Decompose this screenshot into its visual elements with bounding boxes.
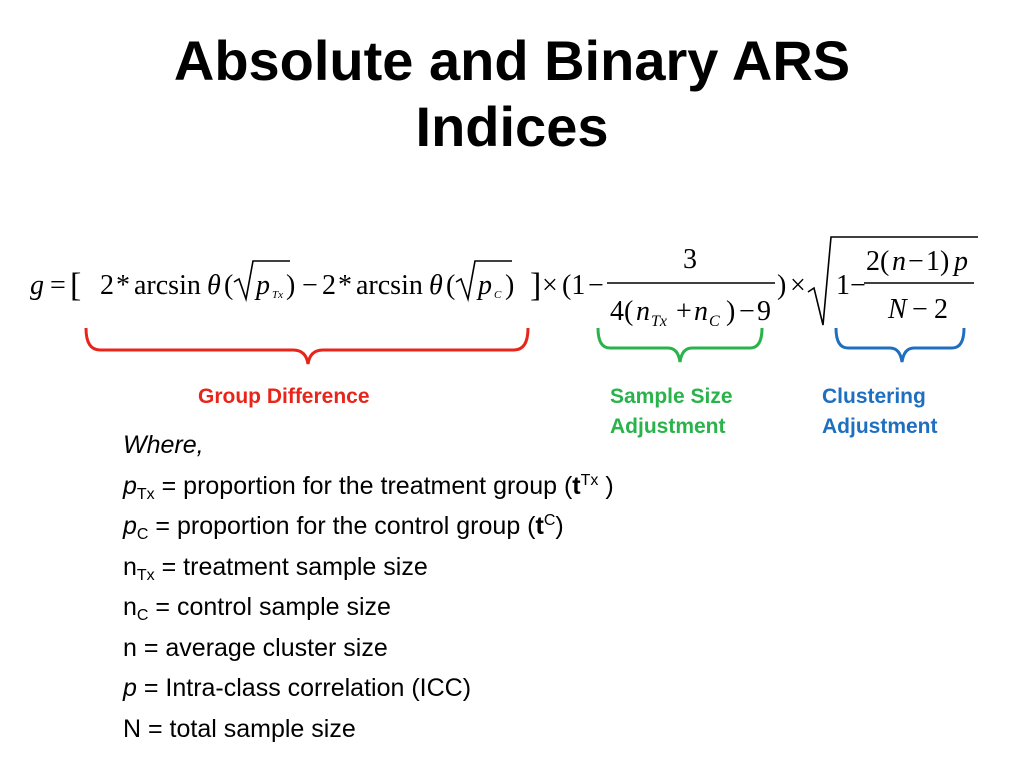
def-ptx-text: = proportion for the treatment group ( — [154, 471, 573, 500]
def-nc-symbol: n — [123, 593, 137, 621]
formula-minus-c: − — [850, 270, 866, 301]
def-pc-sub: C — [136, 526, 149, 543]
def-ntx-symbol: n — [123, 552, 137, 581]
formula-arcsin-a: arcsin — [134, 270, 201, 301]
def-ptx-close: ) — [598, 471, 614, 500]
formula-icc-num-a: 2( — [866, 246, 889, 277]
formula-star-b: * — [338, 270, 352, 301]
definition-icc: p = Intra-class correlation (ICC) — [123, 668, 614, 709]
formula-n-tx-sub: Tx — [651, 313, 667, 330]
group-difference-text: Group Difference — [198, 385, 370, 408]
definitions-list: Where, pTx = proportion for the treatmen… — [123, 425, 614, 749]
formula-times-b: × — [790, 270, 806, 301]
formula-minus-b: − — [588, 270, 604, 301]
formula-icc-one: 1) — [926, 246, 949, 277]
group-difference-brace — [84, 327, 530, 365]
formula-c-sub: C — [494, 289, 502, 301]
def-pc-close: ) — [555, 512, 564, 540]
def-ntx-sub: Tx — [136, 566, 155, 584]
formula-icc-two: 2 — [934, 294, 948, 325]
def-pc-sup: C — [543, 512, 556, 529]
clustering-brace — [834, 327, 966, 363]
definition-p-tx: pTx = proportion for the treatment group… — [123, 466, 614, 507]
formula-plus: + — [676, 296, 692, 327]
title-line-1: Absolute and Binary ARS — [173, 29, 851, 92]
sqrt-pc-radical — [455, 260, 512, 303]
formula-times-a: × — [542, 270, 558, 301]
formula-star-a: * — [116, 270, 130, 301]
sample-size-brace — [596, 327, 764, 363]
formula-right-bracket: ] — [530, 267, 541, 304]
formula-theta-b: θ — [429, 270, 443, 301]
definition-n: n = average cluster size — [123, 633, 388, 662]
slide-title: Absolute and Binary ARS Indices — [0, 28, 1024, 160]
sample-size-line-2: Adjustment — [610, 415, 726, 438]
formula-n-tx: n — [636, 296, 650, 327]
def-nc-text: = control sample size — [148, 593, 391, 621]
formula-tx-sub: Tx — [272, 289, 283, 301]
title-line-2: Indices — [415, 95, 609, 158]
formula-icc-minus2: − — [912, 294, 928, 325]
formula-p-tx: p — [254, 270, 270, 301]
def-ptx-sub: Tx — [136, 485, 155, 503]
formula-icc-p: p — [952, 246, 968, 277]
formula-minus-nine: − — [739, 296, 755, 327]
formula-close-frac: ) — [777, 270, 786, 301]
sample-size-line-1: Sample Size — [610, 385, 733, 408]
formula-den-four: 4( — [610, 296, 633, 327]
formula-arcsin-b: arcsin — [356, 270, 423, 301]
definition-n-c: nC = control sample size — [123, 587, 614, 628]
formula-two-a: 2 — [100, 270, 114, 301]
def-pc-symbol: p — [123, 512, 137, 540]
sqrt-ptx-radical — [233, 260, 290, 303]
formula-one: 1 — [836, 270, 850, 301]
definition-n-tx: nTx = treatment sample size — [123, 547, 614, 588]
clustering-adjustment-label: Clustering Adjustment — [822, 382, 938, 442]
formula-left-bracket: [ — [70, 267, 81, 304]
definition-p-c: pC = proportion for the control group (t… — [123, 506, 614, 547]
formula-numerator-three: 3 — [683, 244, 697, 275]
formula-den-close: ) — [726, 296, 735, 327]
formula-n-c: n — [694, 296, 708, 327]
sqrt-cluster-radical — [807, 236, 978, 326]
formula-icc-minus: − — [908, 246, 924, 277]
formula-minus-a: − — [302, 270, 318, 301]
formula-g: g — [30, 270, 44, 301]
formula-open-one: (1 — [562, 270, 585, 301]
clustering-line-1: Clustering — [822, 385, 926, 408]
formula-nine: 9 — [757, 296, 771, 327]
formula-icc-n: n — [892, 246, 906, 277]
def-nc-sub: C — [136, 607, 149, 624]
def-ptx-t: t — [572, 471, 581, 500]
def-pc-t: t — [535, 512, 544, 540]
formula-paren-a: ( — [224, 270, 233, 301]
sample-size-adjustment-label: Sample Size Adjustment — [610, 382, 733, 442]
def-icc-symbol: p — [123, 674, 137, 702]
formula-p-c: p — [476, 270, 492, 301]
formula-close-b: ) — [505, 270, 514, 301]
def-ntx-text: = treatment sample size — [154, 552, 428, 581]
def-pc-text: = proportion for the control group ( — [148, 512, 536, 540]
group-difference-label: Group Difference — [198, 382, 370, 412]
def-ptx-symbol: p — [123, 471, 137, 500]
clustering-line-2: Adjustment — [822, 415, 938, 438]
def-icc-text: = Intra-class correlation (ICC) — [136, 674, 472, 702]
formula-icc-N: N — [887, 294, 908, 325]
formula-two-b: 2 — [322, 270, 336, 301]
def-ptx-sup: Tx — [580, 471, 599, 489]
formula-n-c-sub: C — [709, 313, 720, 330]
formula-theta-a: θ — [207, 270, 221, 301]
definition-total-n: N = total sample size — [123, 714, 356, 743]
formula-paren-b: ( — [446, 270, 455, 301]
formula-close-a: ) — [286, 270, 295, 301]
formula-equals: = — [50, 270, 66, 301]
where-heading: Where, — [123, 431, 204, 459]
ars-formula: g = [ 2 * arcsin θ ( p Tx ) − 2 * arcsin… — [30, 236, 978, 365]
